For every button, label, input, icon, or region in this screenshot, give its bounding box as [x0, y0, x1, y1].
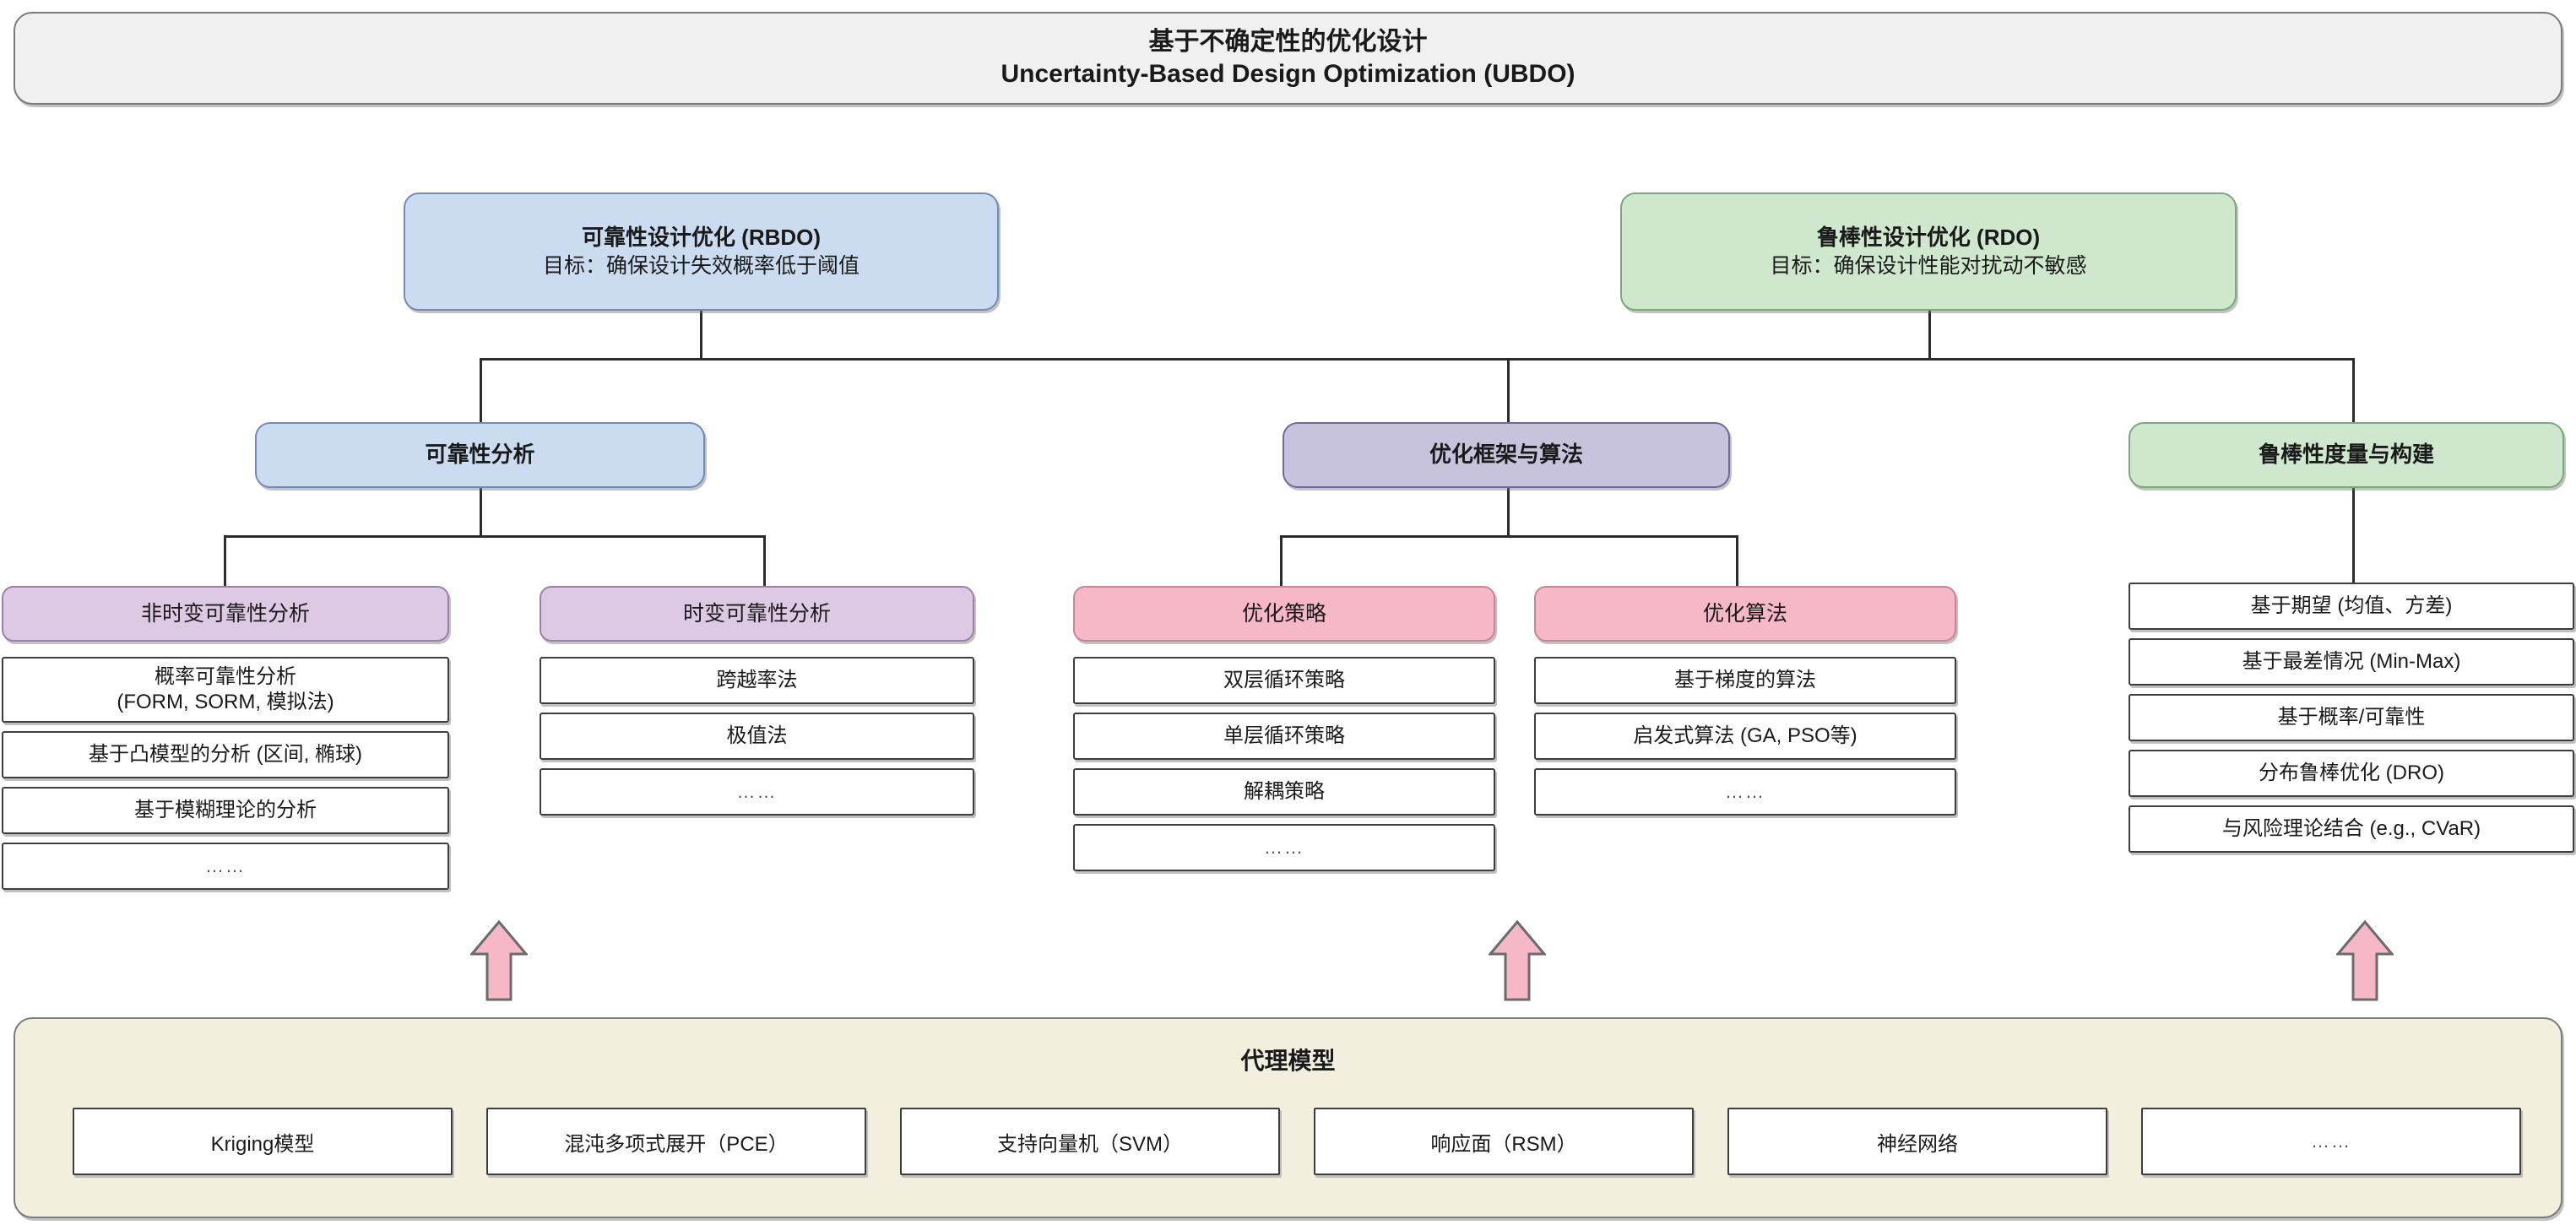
rdo-goal: 目标：确保设计性能对扰动不敏感 [1770, 253, 2087, 278]
connector-framework-to-algorithm [1736, 535, 1738, 586]
leaf-label: …… [1725, 781, 1765, 803]
list-item: 基于梯度的算法 [1534, 657, 1956, 704]
list-item: 基于模糊理论的分析 [2, 787, 449, 834]
connector-rbdo-bar [480, 358, 1510, 360]
mid-node-optimization-framework: 优化框架与算法 [1283, 422, 1730, 488]
list-item: 跨越率法 [540, 657, 974, 704]
branch-node-rdo: 鲁棒性设计优化 (RDO) 目标：确保设计性能对扰动不敏感 [1620, 192, 2237, 311]
connector-rbdo-to-framework [1507, 358, 1510, 424]
leaf-label: …… [1264, 837, 1304, 859]
category-header-optimization-algorithm: 优化算法 [1534, 586, 1956, 642]
surrogate-item: 响应面（RSM） [1314, 1108, 1694, 1175]
list-item: 双层循环策略 [1073, 657, 1495, 704]
mid-label-robustness-metrics: 鲁棒性度量与构建 [2258, 442, 2434, 468]
category-label-time-variant: 时变可靠性分析 [682, 602, 831, 626]
leaf-label: 双层循环策略 [1223, 669, 1345, 691]
category-header-time-variant: 时变可靠性分析 [540, 586, 974, 642]
connector-reliability-to-time-variant [763, 535, 766, 586]
leaf-label: 基于梯度的算法 [1674, 669, 1816, 691]
category-header-optimization-strategy: 优化策略 [1073, 586, 1495, 642]
surrogate-item: 神经网络 [1727, 1108, 2107, 1175]
list-item: 基于概率/可靠性 [2129, 694, 2574, 741]
list-item: 解耦策略 [1073, 768, 1495, 816]
connector-framework-to-strategy [1280, 535, 1283, 586]
connector-reliability-bar [224, 535, 766, 538]
connector-rdo-bar [1507, 358, 2354, 360]
leaf-label: 跨越率法 [716, 669, 798, 691]
connector-rbdo-stem [700, 311, 702, 360]
root-node-ubdo: 基于不确定性的优化设计 Uncertainty-Based Design Opt… [14, 12, 2562, 105]
surrogate-model-panel: 代理模型 Kriging模型 混沌多项式展开（PCE） 支持向量机（SVM） 响… [14, 1017, 2562, 1218]
connector-rdo-stem [1928, 311, 1931, 360]
up-arrow-icon-left [470, 920, 528, 1001]
leaf-label: 分布鲁棒优化 (DRO) [2259, 762, 2444, 784]
leaf-label: 解耦策略 [1244, 780, 1325, 803]
list-item: …… [1534, 768, 1956, 816]
connector-robustness-stem [2352, 488, 2355, 583]
category-label-time-invariant: 非时变可靠性分析 [140, 602, 310, 626]
leaf-label: 极值法 [726, 724, 788, 747]
mid-label-optimization-framework: 优化框架与算法 [1429, 442, 1583, 468]
connector-framework-stem [1507, 488, 1510, 537]
root-title-en: Uncertainty-Based Design Optimization (U… [1001, 60, 1575, 88]
up-arrow-icon-right [2336, 920, 2394, 1001]
leaf-label: …… [736, 781, 778, 803]
list-item: …… [2, 843, 449, 890]
list-item: 基于期望 (均值、方差) [2129, 583, 2574, 630]
rdo-title: 鲁棒性设计优化 (RDO) [1816, 225, 2041, 251]
list-item: 极值法 [540, 713, 974, 760]
category-label-optimization-strategy: 优化策略 [1241, 602, 1326, 626]
mid-node-robustness-metrics: 鲁棒性度量与构建 [2129, 422, 2564, 488]
list-item: …… [540, 768, 974, 816]
list-item: 启发式算法 (GA, PSO等) [1534, 713, 1956, 760]
connector-rbdo-to-reliability [480, 358, 482, 424]
surrogate-item-label: 混沌多项式展开（PCE） [564, 1132, 789, 1156]
leaf-label: 基于凸模型的分析 (区间, 椭球) [89, 743, 362, 766]
surrogate-item-label: Kriging模型 [210, 1132, 315, 1156]
leaf-label: 概率可靠性分析 (FORM, SORM, 模拟法) [117, 665, 334, 713]
rbdo-goal: 目标：确保设计失效概率低于阈值 [542, 253, 860, 278]
leaf-label: 启发式算法 (GA, PSO等) [1633, 724, 1857, 747]
leaf-label: 基于期望 (均值、方差) [2250, 594, 2453, 617]
surrogate-item-label: 响应面（RSM） [1430, 1132, 1577, 1156]
connector-reliability-to-time-invariant [224, 535, 226, 586]
up-arrow-icon-center [1489, 920, 1546, 1001]
surrogate-item: …… [2141, 1108, 2521, 1175]
root-title-cn: 基于不确定性的优化设计 [1148, 27, 1428, 56]
leaf-label: 与风险理论结合 (e.g., CVaR) [2221, 817, 2481, 840]
leaf-label: 基于模糊理论的分析 [134, 799, 317, 821]
leaf-label: 单层循环策略 [1223, 724, 1345, 747]
list-item: 分布鲁棒优化 (DRO) [2129, 750, 2574, 797]
leaf-label: 基于概率/可靠性 [2277, 706, 2426, 729]
connector-rdo-to-robustness [2352, 358, 2355, 424]
mid-node-reliability-analysis: 可靠性分析 [255, 422, 705, 488]
list-item: 基于最差情况 (Min-Max) [2129, 638, 2574, 686]
surrogate-item: Kriging模型 [73, 1108, 453, 1175]
surrogate-model-title: 代理模型 [1240, 1048, 1336, 1074]
surrogate-item-label: 支持向量机（SVM） [996, 1132, 1183, 1156]
branch-node-rbdo: 可靠性设计优化 (RBDO) 目标：确保设计失效概率低于阈值 [404, 192, 999, 311]
list-item: 基于凸模型的分析 (区间, 椭球) [2, 731, 449, 778]
category-header-time-invariant: 非时变可靠性分析 [2, 586, 449, 642]
connector-reliability-stem [480, 488, 482, 537]
rbdo-title: 可靠性设计优化 (RBDO) [581, 225, 822, 251]
list-item: 概率可靠性分析 (FORM, SORM, 模拟法) [2, 657, 449, 723]
list-item: 与风险理论结合 (e.g., CVaR) [2129, 805, 2574, 853]
mid-label-reliability-analysis: 可靠性分析 [425, 442, 535, 468]
surrogate-item: 支持向量机（SVM） [900, 1108, 1280, 1175]
surrogate-item-label: …… [2311, 1130, 2351, 1152]
category-label-optimization-algorithm: 优化算法 [1702, 602, 1787, 626]
list-item: 单层循环策略 [1073, 713, 1495, 760]
surrogate-item: 混沌多项式展开（PCE） [486, 1108, 866, 1175]
leaf-label: …… [205, 855, 246, 877]
connector-framework-bar [1280, 535, 1738, 538]
leaf-label: 基于最差情况 (Min-Max) [2242, 650, 2461, 673]
list-item: …… [1073, 824, 1495, 871]
surrogate-item-label: 神经网络 [1877, 1132, 1958, 1156]
